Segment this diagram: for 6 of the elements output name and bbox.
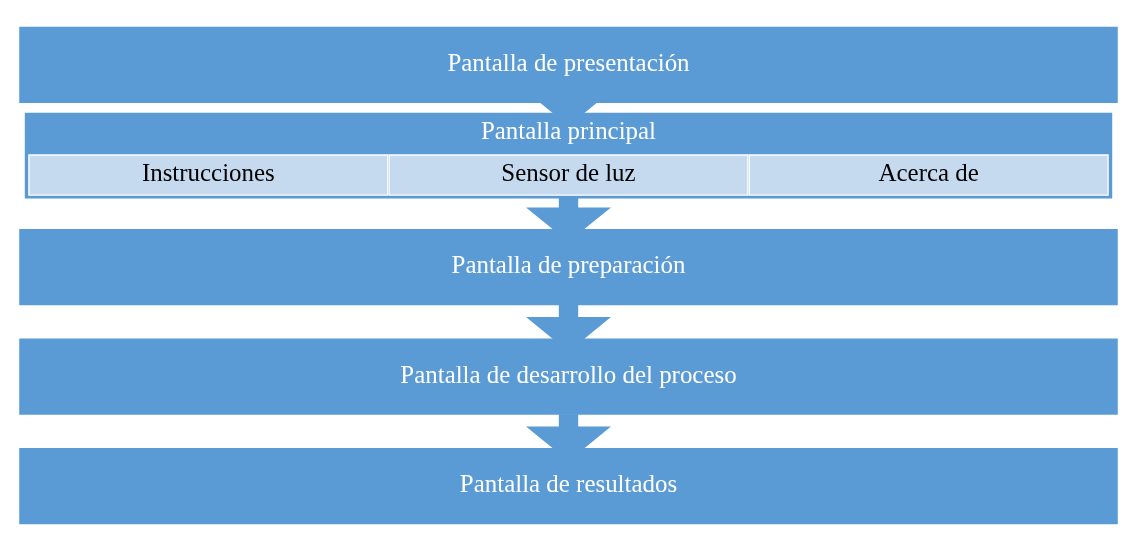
node-box: Pantalla de desarrollo del proceso [19,338,1118,415]
node-box: Instrucciones [28,154,389,196]
node-box: Pantalla de preparación [19,229,1118,306]
node-box: Acerca de [748,154,1109,196]
node-box: Sensor de luz [388,154,749,196]
node-box: Pantalla de resultados [19,447,1118,525]
